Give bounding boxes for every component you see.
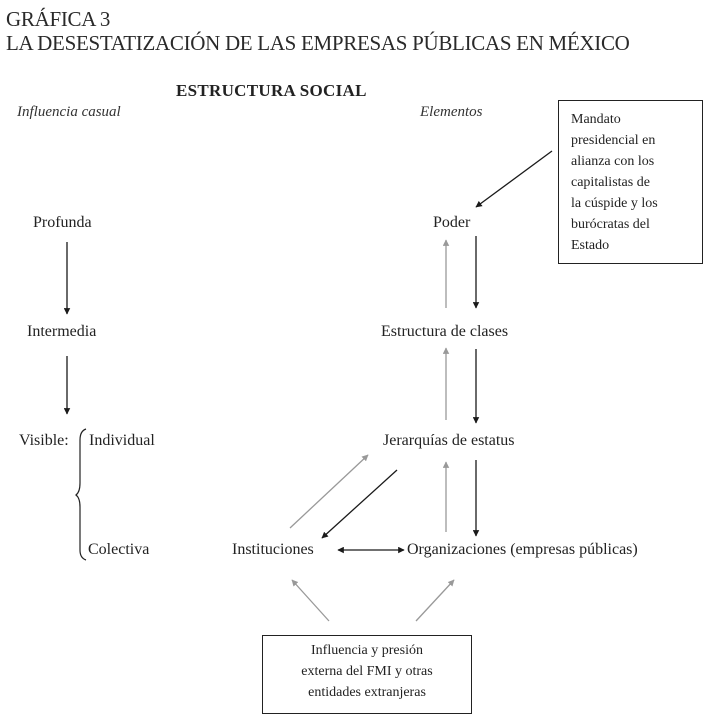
presidential-mandate-text: Mandato presidencial en alianza con los … bbox=[559, 101, 702, 256]
box-line: presidencial en bbox=[571, 133, 656, 148]
figure-label: GRÁFICA 3 bbox=[6, 7, 111, 31]
box-line: Influencia y presión bbox=[311, 643, 423, 658]
arrow-institutions-to-status bbox=[289, 454, 369, 529]
box-line: Mandato bbox=[571, 112, 621, 127]
box-line: burócratas del bbox=[571, 217, 650, 232]
right-column-title: Elementos bbox=[420, 104, 483, 120]
level-deep: Profunda bbox=[33, 214, 92, 231]
diagram-heading: ESTRUCTURA SOCIAL bbox=[176, 81, 367, 100]
level-intermediate: Intermedia bbox=[27, 323, 97, 340]
external-influence-box: Influencia y presión externa del FMI y o… bbox=[262, 635, 472, 714]
box-line: externa del FMI y otras bbox=[301, 664, 433, 679]
element-institutions: Instituciones bbox=[232, 541, 314, 558]
arrow-mandate-to-power bbox=[475, 150, 553, 208]
level-individual: Individual bbox=[89, 432, 155, 449]
left-column-title: Influencia casual bbox=[17, 104, 121, 120]
external-influence-text: Influencia y presión externa del FMI y o… bbox=[263, 636, 471, 703]
box-line: entidades extranjeras bbox=[308, 685, 426, 700]
element-class-structure: Estructura de clases bbox=[381, 323, 509, 340]
visible-brace bbox=[75, 428, 87, 561]
box-line: Estado bbox=[571, 238, 610, 253]
level-visible: Visible: bbox=[19, 432, 69, 449]
figure-title: LA DESESTATIZACIÓN DE LAS EMPRESAS PÚBLI… bbox=[6, 31, 630, 55]
element-organizations: Organizaciones (empresas públicas) bbox=[407, 541, 638, 558]
arrow-external-to-organizations bbox=[415, 579, 455, 622]
arrow-external-to-institutions bbox=[291, 579, 330, 622]
presidential-mandate-box: Mandato presidencial en alianza con los … bbox=[558, 100, 703, 264]
element-power: Poder bbox=[433, 214, 471, 231]
level-collective: Colectiva bbox=[88, 541, 150, 558]
element-status-hierarchies: Jerarquías de estatus bbox=[383, 432, 515, 449]
box-line: la cúspide y los bbox=[571, 196, 658, 211]
box-line: capitalistas de bbox=[571, 175, 650, 190]
box-line: alianza con los bbox=[571, 154, 655, 169]
arrow-status-to-institutions bbox=[321, 469, 398, 539]
